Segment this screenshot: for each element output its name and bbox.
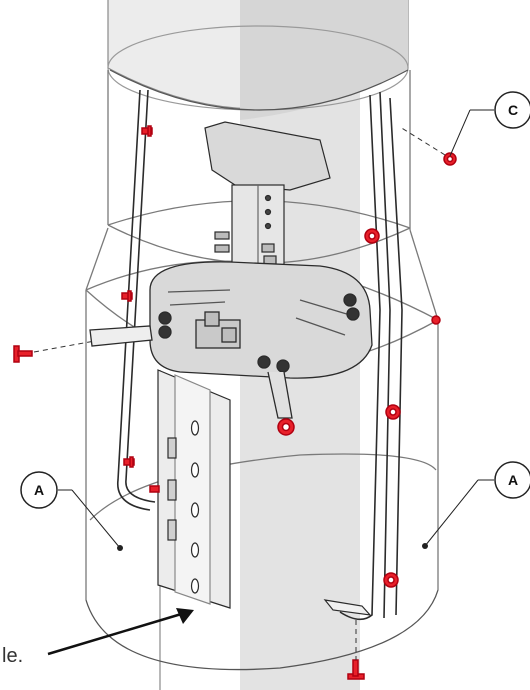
callout-a-left-label: A (34, 482, 44, 498)
screw-icon (277, 418, 295, 436)
screw-icon (383, 572, 399, 588)
screw-icon (385, 404, 401, 420)
callout-c: C (449, 91, 530, 157)
frame-rods (117, 89, 403, 621)
screw-icon (121, 290, 133, 302)
mounting-plate (149, 261, 373, 419)
screw-icon (13, 345, 33, 363)
pointer-arrow (47, 608, 194, 656)
screw-icon (364, 228, 380, 244)
side-bar (89, 325, 153, 347)
screw-icon (431, 315, 441, 325)
callout-a-left: A (20, 471, 123, 551)
fasteners (13, 125, 457, 680)
screw-icon (443, 152, 457, 166)
top-cap (107, 0, 409, 120)
callout-c-label: C (508, 102, 518, 118)
assembly-lines (33, 126, 446, 660)
screw-icon (123, 456, 135, 468)
screw-icon (141, 125, 153, 137)
upper-bracket (204, 121, 331, 277)
hinged-panel (157, 369, 231, 609)
callout-a-right-label: A (508, 472, 518, 488)
bottom-bracket (323, 599, 372, 616)
cropped-label: le. (2, 645, 23, 667)
screw-icon (149, 485, 160, 493)
callout-a-right: A (422, 461, 530, 549)
